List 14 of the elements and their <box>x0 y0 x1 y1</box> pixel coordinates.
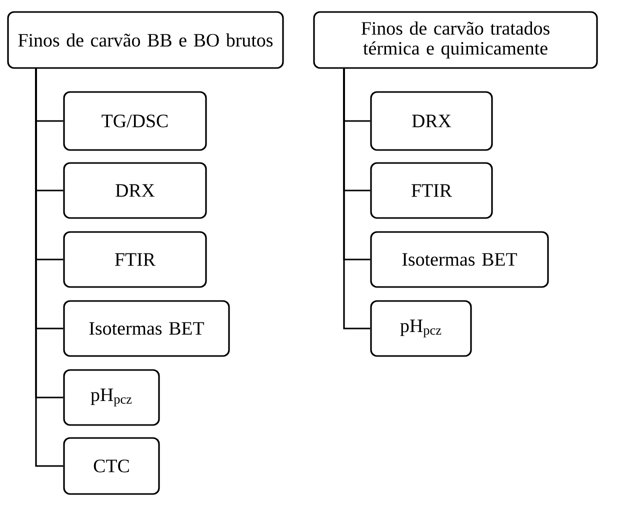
item-box: TG/DSC <box>63 91 207 151</box>
item-box: pH$_{pcz}$ <box>63 369 160 426</box>
item-box: pH$_{pcz}$ <box>370 300 472 357</box>
tree-connector <box>35 68 64 467</box>
item-box: FTIR <box>370 162 493 219</box>
item-box: Isotermas BET <box>370 231 549 288</box>
item-box: DRX <box>63 162 207 219</box>
header-box: Finos de carvão tratados térmica e quimicamente <box>313 11 598 69</box>
header-box: Finos de carvão BB e BO brutos <box>7 11 284 69</box>
item-box: Isotermas BET <box>63 300 230 357</box>
item-box: DRX <box>370 91 493 151</box>
item-box: CTC <box>63 437 160 495</box>
item-box: FTIR <box>63 231 207 288</box>
tree-connector <box>343 68 370 330</box>
